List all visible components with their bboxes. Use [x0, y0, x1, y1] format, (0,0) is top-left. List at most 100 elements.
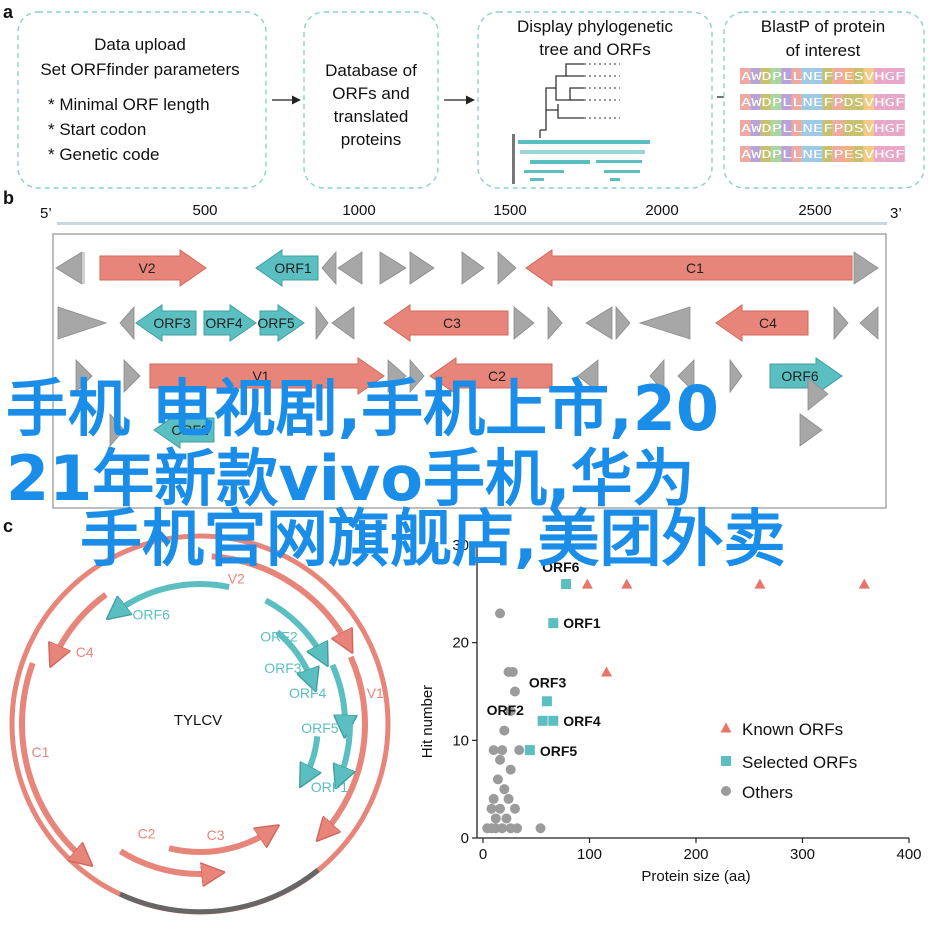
selected-orf-label: ORF1	[563, 615, 601, 631]
alignment-cell	[843, 68, 854, 84]
alignment-cell	[812, 68, 823, 84]
label-v2: V2	[228, 570, 245, 586]
database-line-2: ORFs and	[332, 84, 409, 103]
alignment-cell	[884, 120, 895, 136]
five-prime-label: 5’	[40, 205, 52, 222]
label-v1: V1	[367, 685, 384, 701]
sequence-alignment: AWDPLLNEFPESVHGF AWDPLLNEFPDSVHGF AWDPLLNE…	[740, 68, 905, 162]
label-orf1: ORF1	[311, 779, 349, 795]
alignment-cell	[781, 68, 792, 84]
gray-orf-arrow	[379, 251, 407, 285]
arc-orf3	[275, 629, 313, 683]
point-known-orf	[858, 578, 870, 589]
point-others	[495, 803, 506, 814]
upload-bullet-2: * Start codon	[48, 120, 146, 139]
scale-tick-1000: 1000	[342, 202, 375, 219]
panel-letter-b: b	[3, 188, 14, 208]
point-others	[505, 764, 516, 775]
y-tick-label-top: 30	[452, 537, 469, 554]
alignment-cell	[812, 146, 823, 162]
selected-orf-label: ORF6	[542, 559, 580, 575]
orf-orf1: ORF1	[255, 249, 319, 287]
alignment-row: AWDPLLNEFPDSVHGF	[740, 120, 905, 136]
alignment-cell	[750, 146, 761, 162]
alignment-cell	[832, 94, 843, 110]
alignment-cell	[843, 120, 854, 136]
alignment-cell	[770, 68, 782, 84]
orf-orf2: ORF2	[153, 411, 215, 449]
point-others	[509, 686, 520, 697]
alignment-sequence: AWDPLLNEFPDSVHGF	[741, 122, 905, 135]
alignment-cell	[853, 68, 864, 84]
alignment-cell	[853, 94, 864, 110]
alignment-cell	[832, 146, 843, 162]
alignment-cell	[863, 146, 874, 162]
gray-orf-arrow	[649, 358, 665, 394]
gray-orf-arrow	[315, 305, 329, 341]
arc-orf6	[114, 581, 230, 614]
arc-v2	[211, 553, 349, 645]
alignment-cell	[853, 120, 864, 136]
alignment-row: AWDPLLNEFPESVHGF	[740, 68, 905, 84]
alignment-cell	[770, 120, 782, 136]
gray-orf-arrow	[387, 359, 407, 393]
label-c1: C1	[32, 744, 50, 760]
gray-orf-arrow	[497, 251, 517, 285]
alignment-cell	[822, 146, 833, 162]
point-others	[514, 745, 525, 756]
point-others	[505, 706, 516, 717]
point-known-orf	[601, 666, 613, 677]
phylogeny-line-2: tree and ORFs	[539, 40, 651, 59]
label-c3: C3	[207, 827, 225, 843]
selected-orf-label: ORF4	[563, 713, 601, 729]
workflow-box-database: Database of ORFs and translated proteins	[303, 11, 439, 189]
legend-label: Selected ORFs	[742, 753, 857, 772]
point-others	[512, 823, 523, 834]
point-others	[486, 803, 497, 814]
arc-orf1	[304, 735, 317, 779]
gray-orf-arrow	[409, 251, 435, 285]
x-tick-label: 300	[790, 846, 815, 863]
selected-orf-label: ORF5	[540, 743, 578, 759]
scale-tick-500: 500	[192, 202, 217, 219]
x-tick-label: 100	[577, 846, 602, 863]
alignment-sequence: AWDPLLNEFPDSVHGF	[741, 96, 905, 109]
database-line-3: translated	[334, 107, 409, 126]
database-line-1: Database of	[325, 61, 417, 80]
orf-orf2-label: ORF2	[171, 422, 209, 438]
legend-marker	[721, 786, 731, 796]
orf-v2: V2	[99, 249, 207, 287]
gray-orf-arrow	[859, 306, 879, 340]
alignment-cell	[873, 68, 885, 84]
gray-orf-arrow	[109, 412, 125, 448]
alignment-cell	[770, 94, 782, 110]
alignment-cell	[832, 68, 843, 84]
point-others	[495, 754, 506, 765]
point-selected-orf	[561, 579, 572, 590]
alignment-cell	[863, 68, 874, 84]
gray-orf-arrow	[123, 359, 141, 393]
gray-orf-arrow	[55, 251, 83, 285]
gray-orf-arrow	[321, 250, 337, 286]
y-tick-label: 20	[452, 635, 469, 652]
legend-label: Others	[742, 783, 793, 802]
y-tick-label: 0	[461, 830, 469, 847]
alignment-cell	[863, 120, 874, 136]
orf-v1-label: V1	[252, 368, 269, 384]
point-others	[507, 666, 518, 677]
gray-orf-arrow	[331, 306, 355, 340]
gray-orf-arrow	[409, 358, 425, 394]
gray-orf-arrow	[638, 306, 691, 340]
gray-orf-arrow	[461, 251, 485, 285]
label-orf6: ORF6	[133, 606, 171, 622]
orf-orf4: ORF4	[203, 304, 257, 342]
alignment-cell	[832, 120, 843, 136]
point-selected-orf	[541, 696, 552, 707]
mini-orf-map-icon	[512, 134, 650, 184]
three-prime-label: 3’	[890, 205, 902, 222]
orf-orf1-label: ORF1	[274, 260, 312, 276]
arc-orf5	[339, 723, 350, 780]
panel-letter-a: a	[3, 2, 14, 22]
alignment-cell	[884, 68, 895, 84]
